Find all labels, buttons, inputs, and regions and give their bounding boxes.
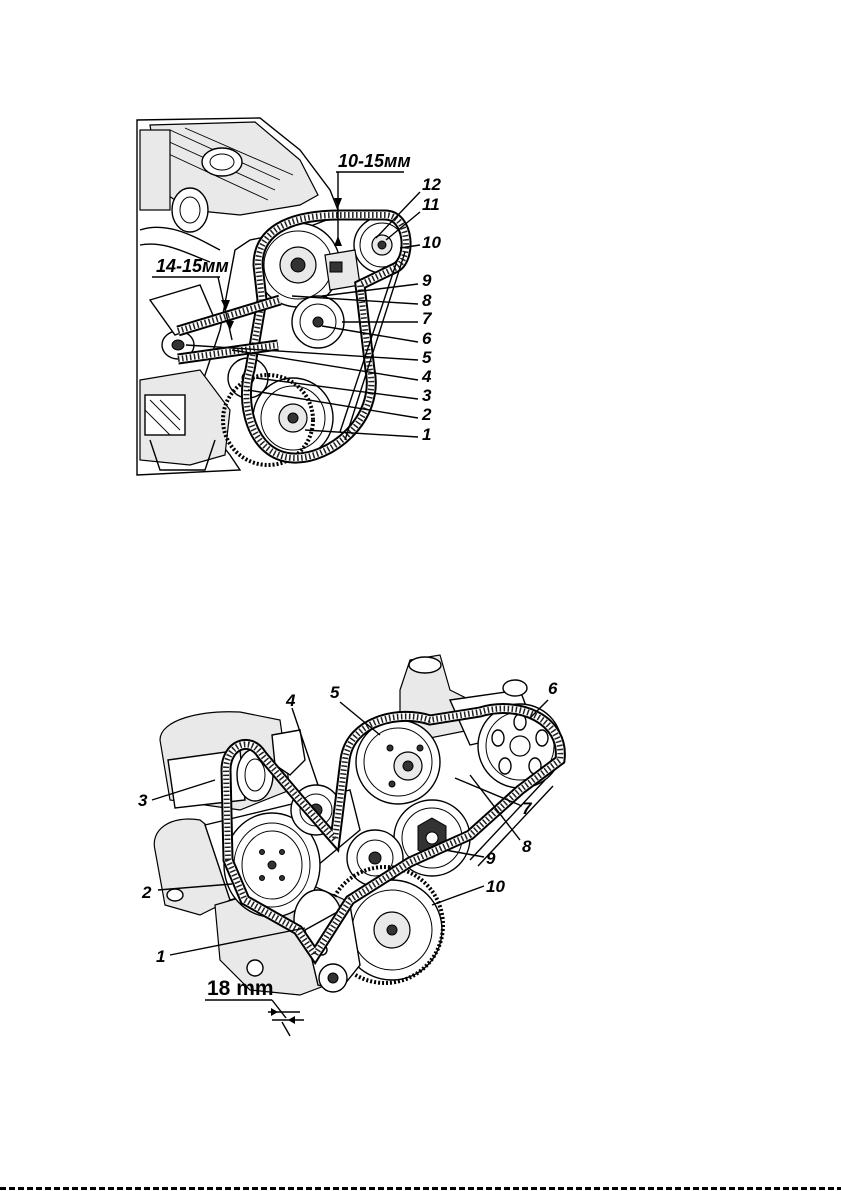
callouts-top: 12 11 10 9 8 7 6 5 4 3 2 1 — [421, 175, 441, 444]
callout-b4: 4 — [285, 691, 296, 710]
callout-7: 7 — [422, 309, 433, 328]
callout-11: 11 — [422, 195, 440, 214]
callout-b3: 3 — [138, 791, 148, 810]
callout-6: 6 — [422, 329, 432, 348]
callout-1: 1 — [422, 425, 431, 444]
callout-5: 5 — [422, 348, 432, 367]
callout-b8: 8 — [522, 837, 532, 856]
callout-2: 2 — [421, 405, 432, 424]
callout-10: 10 — [422, 233, 441, 252]
callout-b1: 1 — [156, 947, 165, 966]
callout-b7: 7 — [522, 799, 533, 818]
callout-b2: 2 — [141, 883, 152, 902]
callout-b6: 6 — [548, 679, 558, 698]
callout-b5: 5 — [330, 683, 340, 702]
callout-3: 3 — [422, 386, 432, 405]
callout-4: 4 — [421, 367, 432, 386]
engine-belt-diagram-bottom: 18 mm 1 2 3 4 5 6 7 8 9 10 — [0, 560, 841, 1191]
dimension-label-18mm: 18 mm — [207, 977, 274, 1000]
engine-belt-diagram-top: 10-15мм 14-15мм 12 11 10 9 8 7 6 5 4 3 2… — [0, 0, 841, 560]
callout-b9: 9 — [486, 849, 496, 868]
page-edge-dashes — [0, 1187, 841, 1190]
callout-9: 9 — [422, 271, 432, 290]
dimension-label-14-15: 14-15мм — [156, 256, 229, 276]
callout-b10: 10 — [486, 877, 505, 896]
callout-8: 8 — [422, 291, 432, 310]
callout-12: 12 — [422, 175, 441, 194]
dimension-label-10-15: 10-15мм — [338, 151, 411, 171]
